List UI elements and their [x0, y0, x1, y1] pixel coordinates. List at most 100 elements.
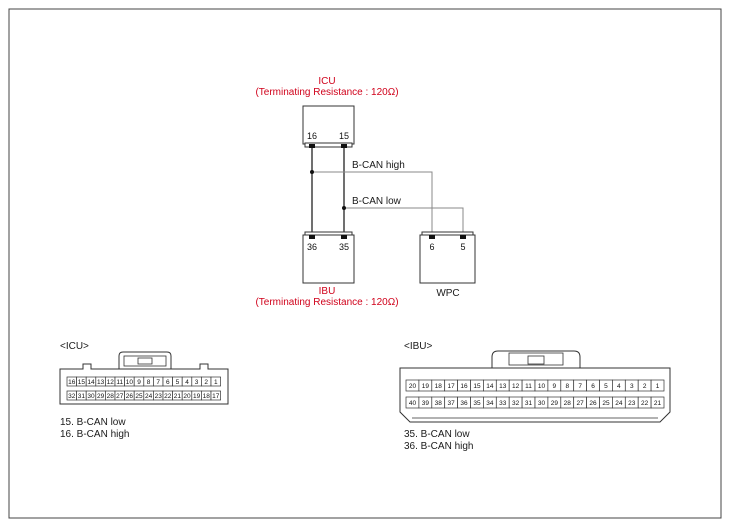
ibu-pin-cell: [650, 379, 665, 392]
wire-label-can-low: B-CAN low: [352, 196, 402, 207]
icu-pin-number: 27: [116, 393, 124, 400]
icu-pin-number: 14: [87, 379, 95, 386]
icu-pin-number: 24: [145, 393, 153, 400]
wire-can-high-to-wpc: [312, 171, 433, 236]
wpc-terminal-5: [460, 235, 466, 239]
ibu-pin-number: 28: [564, 400, 572, 407]
wire-label-can-high: B-CAN high: [352, 160, 405, 171]
icu-terminal-16: [309, 144, 315, 148]
ibu-pin-number: 15: [473, 383, 481, 390]
ibu-module: 36 35 IBU (Terminating Resistance : 120Ω…: [255, 231, 399, 308]
wpc-box: [419, 234, 476, 284]
icu-pin-15: 15: [339, 131, 349, 141]
ibu-box: [302, 234, 355, 284]
icu-pin-number: 22: [164, 393, 172, 400]
ibu-pin-number: 18: [435, 383, 443, 390]
icu-pin-number: 25: [135, 393, 143, 400]
icu-pin-number: 28: [107, 393, 115, 400]
wire-can-low-to-wpc: [344, 207, 464, 236]
ibu-pin-number: 31: [525, 400, 533, 407]
icu-pin-number: 23: [155, 393, 163, 400]
icu-pin-cell: [210, 390, 221, 401]
icu-pin-number: 9: [137, 379, 141, 386]
icu-pin-number: 32: [68, 393, 76, 400]
wpc-pin-6: 6: [429, 242, 434, 252]
icu-pin-number: 5: [176, 379, 180, 386]
ibu-pin-number: 19: [422, 383, 430, 390]
icu-pin-number: 21: [174, 393, 182, 400]
ibu-pin-number: 17: [448, 383, 456, 390]
icu-connector-title: <ICU>: [60, 341, 89, 352]
icu-connector-latch-tab: [137, 357, 153, 365]
ibu-pin-number: 3: [630, 383, 634, 390]
splice-low: [342, 206, 346, 210]
icu-pin-number: 12: [107, 379, 115, 386]
icu-pin-number: 7: [156, 379, 160, 386]
icu-pin-number: 20: [183, 393, 191, 400]
ibu-pin-number: 13: [499, 383, 507, 390]
ibu-pin-number: 29: [551, 400, 559, 407]
icu-pin-number: 6: [166, 379, 170, 386]
ibu-pin-number: 14: [486, 383, 494, 390]
ibu-pin-number: 22: [641, 400, 649, 407]
ibu-terminal-35: [341, 235, 347, 239]
ibu-pin-number: 11: [525, 383, 532, 390]
icu-legend-2: 16. B-CAN high: [60, 429, 129, 440]
icu-box-lip: [304, 142, 353, 148]
ibu-pin-number: 37: [448, 400, 456, 407]
ibu-pin-number: 26: [589, 400, 597, 407]
ibu-pin-number: 4: [617, 383, 621, 390]
ibu-legend-1: 35. B-CAN low: [404, 429, 470, 440]
icu-pin-number: 10: [126, 379, 134, 386]
icu-box: [302, 105, 355, 145]
wpc-pin-5: 5: [460, 242, 465, 252]
icu-pin-number: 18: [203, 393, 211, 400]
icu-pin-number: 4: [185, 379, 189, 386]
ibu-connector-shell: [399, 367, 671, 423]
icu-pin-number: 1: [214, 379, 218, 386]
icu-module: ICU (Terminating Resistance : 120Ω) 16 1…: [255, 76, 399, 148]
ibu-title: IBU: [319, 286, 336, 297]
ibu-pin-number: 8: [565, 383, 569, 390]
ibu-pin-number: 2: [643, 383, 647, 390]
icu-pin-number: 19: [193, 393, 201, 400]
ibu-pin-number: 24: [615, 400, 623, 407]
ibu-pin-number: 12: [512, 383, 520, 390]
ibu-pin-cell: [650, 396, 665, 409]
icu-pin-number: 8: [147, 379, 151, 386]
wpc-terminal-6: [429, 235, 435, 239]
ibu-pin-number: 34: [486, 400, 494, 407]
ibu-pin-number: 27: [577, 400, 585, 407]
ibu-terminal-36: [309, 235, 315, 239]
ibu-pin-number: 16: [460, 383, 468, 390]
ibu-pin-number: 38: [435, 400, 443, 407]
ibu-pin-36: 36: [307, 242, 317, 252]
wpc-module: 6 5 WPC: [419, 231, 476, 299]
ibu-pin-number: 36: [460, 400, 468, 407]
ibu-connector-title: <IBU>: [404, 341, 433, 352]
icu-pin-16: 16: [307, 131, 317, 141]
ibu-pin-number: 1: [656, 383, 660, 390]
ibu-pin-number: 20: [409, 383, 417, 390]
ibu-pin-number: 10: [538, 383, 546, 390]
wires: B-CAN high B-CAN low: [310, 148, 464, 236]
icu-pin-number: 31: [78, 393, 86, 400]
ibu-pin-number: 33: [499, 400, 507, 407]
icu-pin-number: 30: [87, 393, 95, 400]
page-frame: [8, 8, 722, 519]
ibu-pin-number: 35: [473, 400, 481, 407]
icu-pin-number: 17: [212, 393, 220, 400]
ibu-pin-number: 6: [591, 383, 595, 390]
icu-legend-1: 15. B-CAN low: [60, 417, 126, 428]
icu-pin-cell: [210, 376, 221, 387]
icu-title: ICU: [318, 76, 335, 87]
icu-pin-number: 16: [68, 379, 76, 386]
icu-resistance-note: (Terminating Resistance : 120Ω): [255, 87, 398, 98]
icu-pin-number: 26: [126, 393, 134, 400]
icu-terminal-15: [341, 144, 347, 148]
ibu-pin-number: 40: [409, 400, 417, 407]
